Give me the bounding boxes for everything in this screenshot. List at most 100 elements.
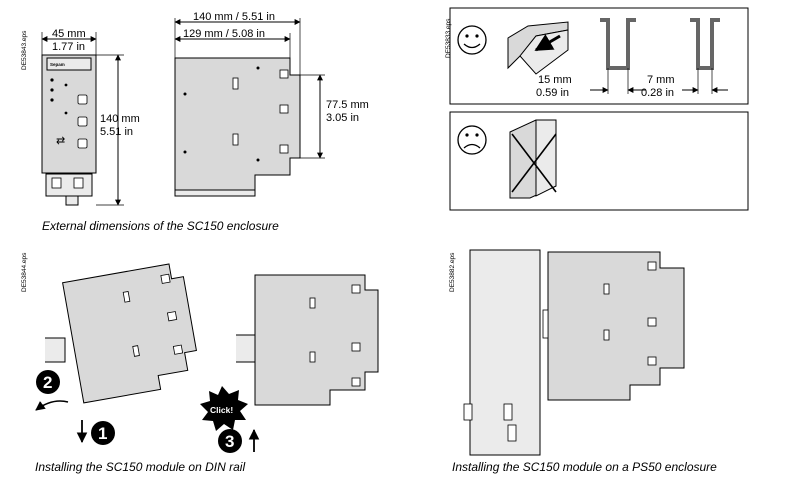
depth-total-label: 140 mm / 5.51 in <box>193 11 275 23</box>
rail-side-face <box>519 29 569 75</box>
side-view <box>174 57 301 197</box>
insert-arrow <box>534 34 561 52</box>
front-view-latch <box>65 195 79 206</box>
click-starburst <box>200 386 248 431</box>
upright-module <box>236 274 379 406</box>
depth-body-label: 129 mm / 5.08 in <box>183 28 265 40</box>
rail-depth-in-label: 3.05 in <box>326 112 359 124</box>
figure-id-top-right: DE53833.eps <box>445 18 452 58</box>
ps50-foot-1 <box>463 403 473 421</box>
ps50-foot-3 <box>507 424 517 442</box>
side-view-base <box>174 189 256 197</box>
din-installation-panel: DE53844.eps 2 1 Clic <box>21 252 379 474</box>
rail-7-mm-label: 7 mm <box>647 74 675 86</box>
step-2-badge <box>36 370 60 394</box>
tilted-module-body <box>62 263 197 404</box>
upright-slot-2 <box>309 351 316 363</box>
din-rail-illustration <box>507 21 569 75</box>
tilted-square-1 <box>160 273 171 284</box>
caption-external-dimensions: External dimensions of the SC150 enclosu… <box>42 219 279 233</box>
ps50-square-1 <box>647 261 657 271</box>
width-in-label: 1.77 in <box>52 41 85 53</box>
front-view-body <box>41 54 97 174</box>
rail-15-mm-label: 15 mm <box>538 74 572 86</box>
front-view: Sepam ⇄ <box>41 54 97 206</box>
step-3-label: 3 <box>225 432 234 451</box>
front-button-3 <box>77 138 88 149</box>
caption-din-installation: Installing the SC150 module on DIN rail <box>35 460 245 474</box>
tilted-slot-2 <box>132 345 140 357</box>
side-slot-2 <box>232 133 239 146</box>
sad-face-icon <box>457 125 487 155</box>
upright-square-1 <box>351 284 361 294</box>
ps50-enclosure <box>469 249 541 456</box>
ps50-square-3 <box>647 356 657 366</box>
tilted-module <box>62 263 197 404</box>
figure-id-bottom-right: DE53882.eps <box>449 252 456 292</box>
led-5 <box>64 111 68 115</box>
upright-square-3 <box>351 377 361 387</box>
figure-id-top-left: DE53843.eps <box>21 30 28 70</box>
side-square-3 <box>279 144 289 154</box>
ps50-connector <box>542 309 549 339</box>
front-button-1 <box>77 94 88 105</box>
din-rail-compatibility-panel: DE53833.eps 15 mm 0.59 in <box>445 7 749 211</box>
caption-ps50-installation: Installing the SC150 module on a PS50 en… <box>452 460 717 474</box>
led-2 <box>50 88 54 92</box>
happy-face-icon <box>457 25 487 55</box>
side-slot-1 <box>232 77 239 90</box>
rail-7-in-label: 0.28 in <box>641 87 674 99</box>
upright-slot-1 <box>309 297 316 309</box>
incorrect-rail-box <box>449 111 749 211</box>
led-1 <box>50 78 54 82</box>
step-2-rotate-arrow <box>35 400 69 411</box>
step-1-label: 1 <box>98 424 107 443</box>
brand-label: Sepam <box>50 62 65 67</box>
height-mm-label: 140 mm <box>100 113 140 125</box>
wrong-rail-side <box>535 119 557 197</box>
ps50-foot-2 <box>503 403 513 421</box>
side-rivet-1 <box>183 92 187 96</box>
led-3 <box>50 98 54 102</box>
tilted-slot-1 <box>122 291 131 303</box>
side-rivet-4 <box>256 158 260 162</box>
external-dimensions-panel: DE53843.eps Sepam ⇄ 45 mm 1.77 in <box>21 11 369 233</box>
tilted-square-2 <box>166 311 178 322</box>
rail-depth-mm-label: 77.5 mm <box>326 99 369 111</box>
ps50-installation-panel: DE53882.eps Installing the SC150 module … <box>449 249 717 474</box>
rail-profile-15-shape <box>600 18 636 70</box>
led-4 <box>64 83 68 87</box>
rail-15-in-label: 0.59 in <box>536 87 569 99</box>
ps50-module-body <box>547 251 685 401</box>
left-rail-clip <box>45 337 66 363</box>
upright-square-2 <box>351 342 361 352</box>
rail-profile-7-shape <box>690 18 720 70</box>
rotate-symbol: ⇄ <box>56 135 65 147</box>
figure-id-bottom-left: DE53844.eps <box>21 252 28 292</box>
height-in-label: 5.51 in <box>100 126 133 138</box>
ps50-slot-2 <box>603 329 610 341</box>
width-mm-label: 45 mm <box>52 28 86 40</box>
upright-rail-clip <box>236 334 256 363</box>
upright-module-body <box>254 274 379 406</box>
side-rivet-3 <box>256 66 260 70</box>
step-2-label: 2 <box>43 373 52 392</box>
terminal-1 <box>51 177 62 189</box>
correct-rail-box <box>449 7 749 105</box>
front-view-label-strip <box>46 57 92 71</box>
tilted-square-3 <box>172 344 184 355</box>
click-label: Click! <box>210 405 233 415</box>
rail-profile-7mm: 7 mm 0.28 in <box>641 18 728 99</box>
rail-profile-15mm: 15 mm 0.59 in <box>536 18 646 99</box>
ps50-square-2 <box>647 317 657 327</box>
front-button-2 <box>77 116 88 127</box>
incorrect-rail-illustration <box>509 119 557 199</box>
side-square-1 <box>279 69 289 79</box>
terminal-2 <box>73 177 84 189</box>
ps50-slot-1 <box>603 283 610 295</box>
side-rivet-2 <box>183 150 187 154</box>
side-square-2 <box>279 104 289 114</box>
step-3-badge <box>218 429 242 453</box>
step-1-badge <box>91 421 115 445</box>
